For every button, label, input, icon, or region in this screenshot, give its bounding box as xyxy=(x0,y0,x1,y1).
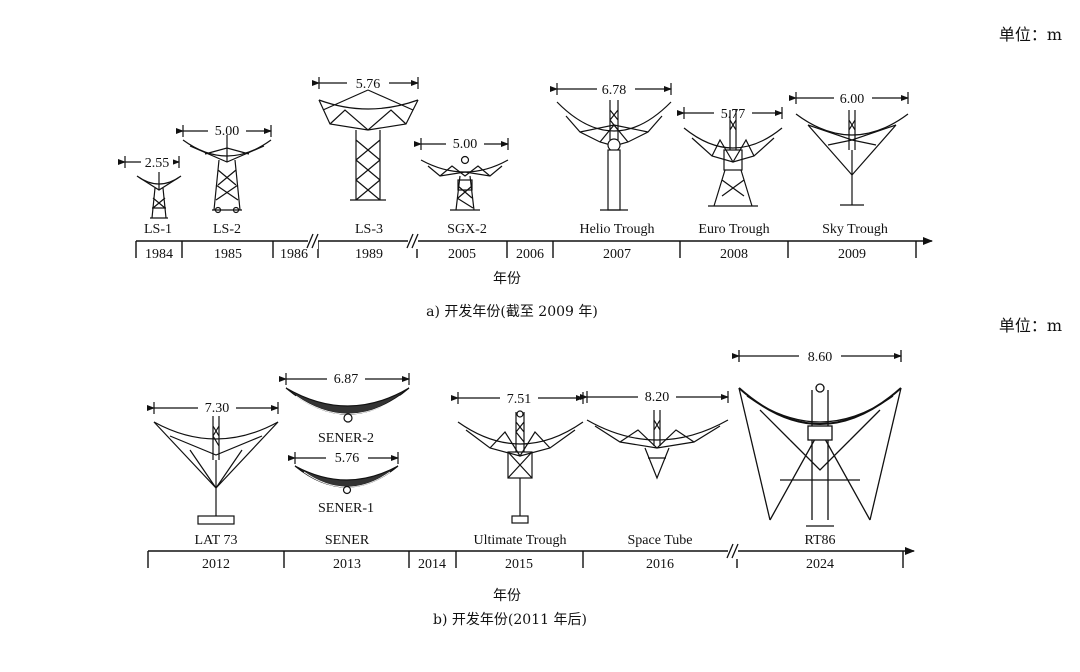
panel-a: 单位：m 1984 1985 1986 1989 2005 xyxy=(118,25,1062,320)
year-label: 2006 xyxy=(516,247,544,262)
collector-ls-3 xyxy=(312,74,419,201)
year-label: 2012 xyxy=(202,557,230,572)
collector-name: SENER-1 xyxy=(318,501,374,516)
axis-break-a1 xyxy=(306,233,319,249)
year-label: 2008 xyxy=(720,247,748,262)
aperture-label: 5.76 xyxy=(356,77,381,92)
aperture-label: 7.30 xyxy=(205,401,230,416)
year-label: 2024 xyxy=(806,557,834,572)
aperture-label: 8.20 xyxy=(645,390,670,405)
panel-b: 单位：m 2012 2013 2014 2015 2016 2024 年份 b)… xyxy=(147,316,1062,628)
collector-name: LS-1 xyxy=(144,222,172,237)
year-label: 1985 xyxy=(214,247,242,262)
collector-ls-1 xyxy=(118,153,182,219)
collector-name: SENER-2 xyxy=(318,431,374,446)
collector-name: Space Tube xyxy=(628,533,693,548)
collector-name: LS-3 xyxy=(355,222,383,237)
collector-space-tube xyxy=(580,388,729,480)
year-label: 2014 xyxy=(418,557,446,572)
collector-name: SGX-2 xyxy=(447,222,487,237)
aperture-label: 5.00 xyxy=(215,124,240,139)
aperture-label: 7.51 xyxy=(507,392,532,407)
collector-euro-trough xyxy=(677,104,783,207)
axis-break-b xyxy=(726,543,739,559)
collector-rt86 xyxy=(732,347,902,527)
year-label: 2013 xyxy=(333,557,361,572)
axis-title-a: 年份 xyxy=(493,271,521,287)
collector-sener-2 xyxy=(279,370,410,423)
collector-sener-1 xyxy=(288,449,399,495)
axis-break-a2 xyxy=(406,233,419,249)
collector-name: RT86 xyxy=(804,533,835,548)
year-label: 2007 xyxy=(603,247,631,262)
caption-a: a) 开发年份(截至 2009 年) xyxy=(426,304,598,320)
aperture-label: 2.55 xyxy=(145,156,170,171)
timeline-axis-b xyxy=(147,547,915,568)
collector-name: LAT 73 xyxy=(195,533,238,548)
collector-name: Helio Trough xyxy=(579,222,654,237)
unit-label-a: 单位：m xyxy=(999,25,1062,44)
collector-name: Euro Trough xyxy=(698,222,769,237)
year-label: 2009 xyxy=(838,247,866,262)
collector-name: Ultimate Trough xyxy=(474,533,567,548)
collector-sgx-2 xyxy=(414,135,509,211)
year-label: 1989 xyxy=(355,247,383,262)
collector-lat-73 xyxy=(147,399,279,525)
collector-name: LS-2 xyxy=(213,222,241,237)
collector-name: SENER xyxy=(325,533,370,548)
collector-name: Sky Trough xyxy=(822,222,888,237)
year-label: 2015 xyxy=(505,557,533,572)
aperture-label: 5.76 xyxy=(335,451,360,466)
aperture-label: 6.78 xyxy=(602,83,627,98)
aperture-label: 6.87 xyxy=(334,372,359,387)
year-label: 1984 xyxy=(145,247,173,262)
year-label: 1986 xyxy=(280,247,308,262)
aperture-label: 5.00 xyxy=(453,137,478,152)
collector-ultimate-trough xyxy=(451,389,584,524)
year-label: 2016 xyxy=(646,557,674,572)
axis-title-b: 年份 xyxy=(493,588,521,604)
collector-sky-trough xyxy=(789,89,909,206)
aperture-label: 5.77 xyxy=(721,107,746,122)
unit-label-b: 单位：m xyxy=(999,316,1062,335)
collector-ls-2 xyxy=(176,122,272,214)
aperture-label: 8.60 xyxy=(808,350,833,365)
caption-b: b) 开发年份(2011 年后) xyxy=(433,612,587,628)
aperture-label: 6.00 xyxy=(840,92,865,107)
year-label: 2005 xyxy=(448,247,476,262)
collector-helio-trough xyxy=(550,80,672,211)
